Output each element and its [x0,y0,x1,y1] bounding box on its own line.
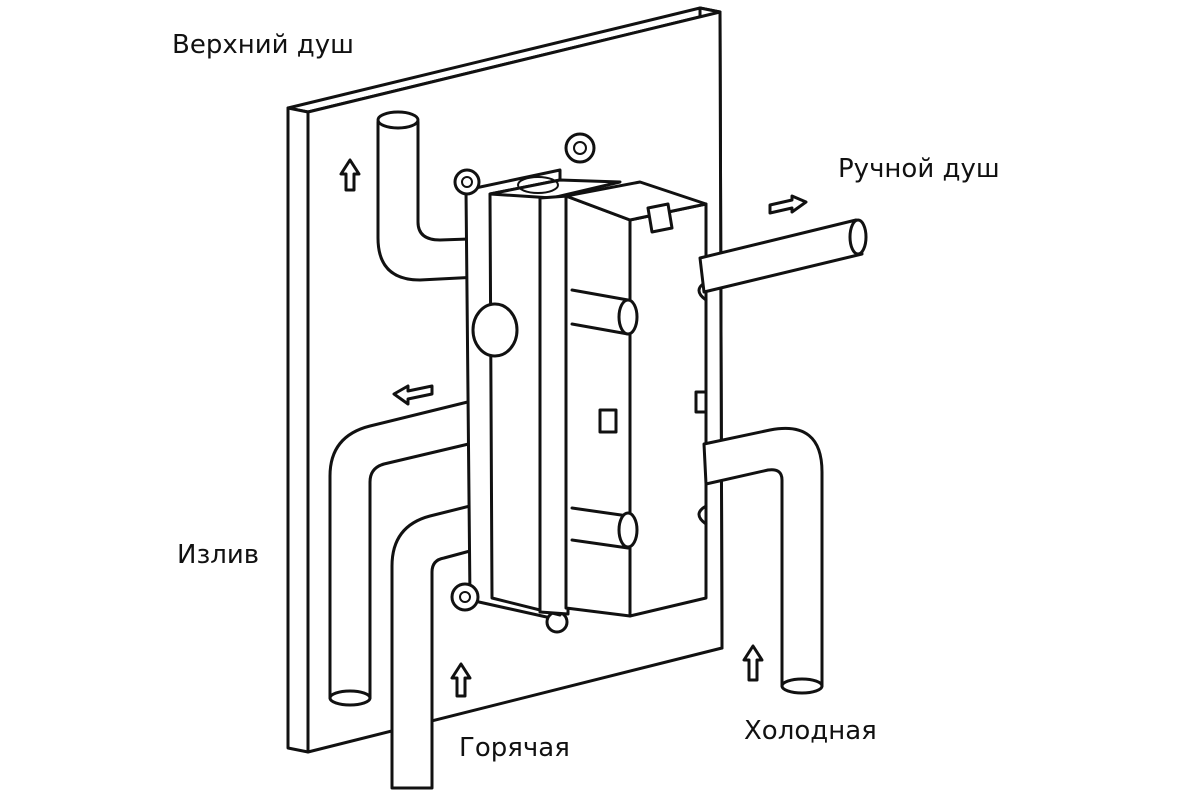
cold-water-label: Холодная [744,716,877,746]
spout-label: Излив [177,540,260,570]
arrow-up-hot [450,662,472,698]
cold-water-pipe [702,426,824,695]
arrow-up-top-shower [339,158,361,192]
flow-arrows [339,158,808,698]
hand-shower-label: Ручной душ [838,154,1000,184]
top-shower-label: Верхний душ [172,30,354,60]
mixer-body [450,132,708,634]
arrow-right-hand-shower [768,194,808,215]
arrow-up-cold [742,644,764,682]
arrow-left-spout [392,384,434,406]
hot-water-label: Горячая [459,733,570,763]
hand-shower-pipe [698,218,868,294]
